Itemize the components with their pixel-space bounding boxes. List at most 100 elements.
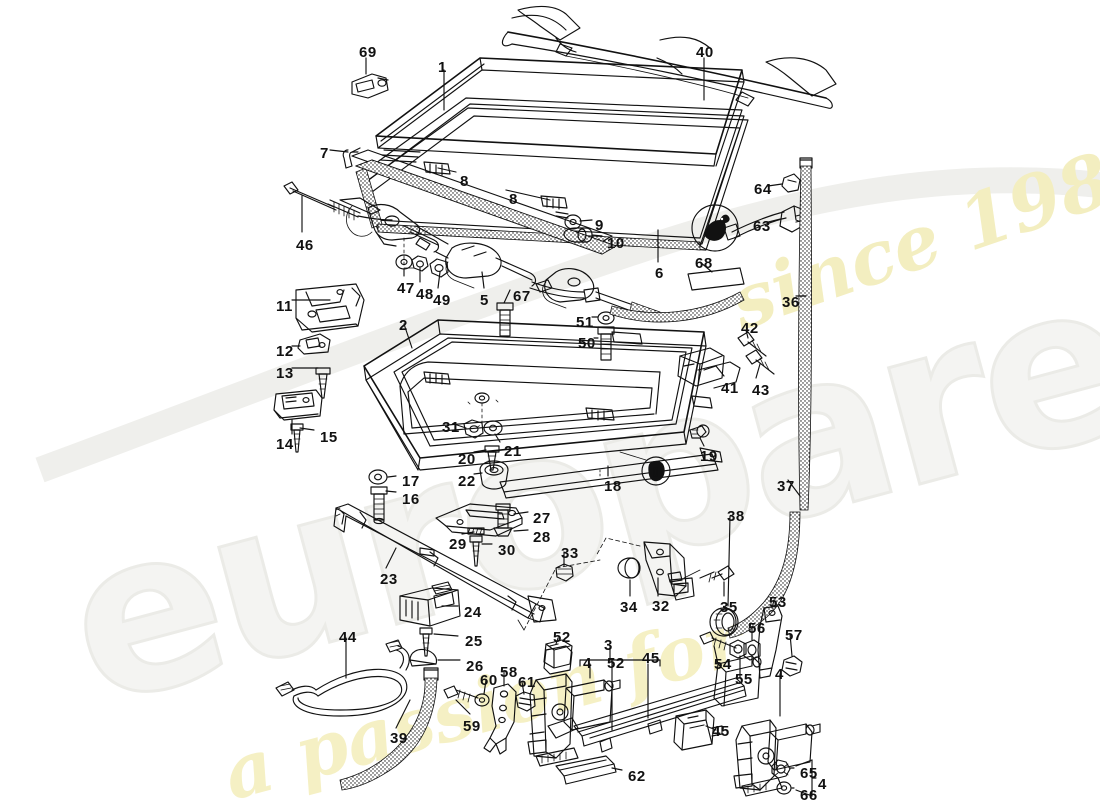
part-number-label-8b: 8	[509, 191, 518, 208]
part-number-label-38: 38	[727, 508, 745, 525]
part-number-label-4a: 4	[583, 655, 592, 672]
part-number-label-40: 40	[696, 44, 714, 61]
leader-lines	[291, 57, 817, 797]
part-number-label-60: 60	[480, 672, 498, 689]
part-number-label-49: 49	[433, 292, 451, 309]
detail-callout-circle	[691, 204, 739, 252]
part-14-guide-shoe	[273, 389, 323, 421]
part-number-label-52a: 52	[553, 629, 571, 646]
part-number-label-3: 3	[604, 637, 613, 654]
part-number-label-65: 65	[800, 765, 818, 782]
part-52-drive-rail	[573, 677, 747, 753]
part-number-label-28: 28	[533, 529, 551, 546]
part-number-label-48: 48	[416, 286, 434, 303]
part-number-label-45a: 45	[642, 650, 660, 667]
part-19-pin	[689, 424, 710, 439]
part-number-label-30: 30	[498, 542, 516, 559]
part-25-screw	[419, 627, 433, 657]
part-number-label-14: 14	[276, 436, 294, 453]
part-64-clip	[781, 173, 801, 193]
part-13-screw	[315, 367, 331, 399]
part-41-guide-bracket	[677, 347, 741, 389]
part-35-screw	[699, 565, 735, 583]
part-number-label-46: 46	[296, 237, 314, 254]
part-number-label-39: 39	[390, 730, 408, 747]
part-number-label-8a: 8	[460, 173, 469, 190]
part-6-seal-trim	[355, 97, 749, 251]
part-number-label-26: 26	[466, 658, 484, 675]
part-4-drive-motor-right-upper	[713, 655, 762, 707]
part-8-slider-assembly	[342, 147, 617, 255]
part-number-label-1: 1	[438, 59, 447, 76]
part-22-grommet	[479, 460, 509, 490]
part-45-relay-left	[543, 645, 573, 675]
part-number-label-41: 41	[721, 380, 739, 397]
part-30-screw	[469, 535, 483, 567]
part-number-label-66: 66	[800, 787, 818, 804]
part-51-washer	[597, 311, 615, 325]
part-69-catch-plate	[351, 73, 389, 99]
part-number-label-12: 12	[276, 343, 294, 360]
part-number-label-17: 17	[402, 473, 420, 490]
part-number-label-18: 18	[604, 478, 622, 495]
part-40-headliner-bow	[501, 5, 837, 109]
part-57-clip	[781, 655, 803, 677]
part-number-label-54: 54	[714, 656, 732, 673]
part-66-washer	[776, 781, 792, 795]
part-number-label-57: 57	[785, 627, 803, 644]
part-number-label-2: 2	[399, 317, 408, 334]
part-number-label-43: 43	[752, 382, 770, 399]
part-number-label-59: 59	[463, 718, 481, 735]
part-number-label-34: 34	[620, 599, 638, 616]
part-number-label-4b: 4	[775, 666, 784, 683]
part-62-cover-plate	[555, 755, 617, 785]
part-number-label-11: 11	[276, 298, 293, 315]
part-2-roof-frame	[363, 319, 713, 471]
part-39-drain-hose-rear	[339, 667, 439, 791]
part-number-label-68: 68	[695, 255, 713, 272]
part-43-screw	[745, 349, 775, 375]
part-number-label-42: 42	[741, 320, 759, 337]
part-number-label-16: 16	[402, 491, 420, 508]
part-4-drive-motor-lower-right	[733, 719, 821, 797]
part-number-label-6: 6	[655, 265, 664, 282]
part-16-bolt	[370, 486, 388, 525]
detail-callout-pin	[619, 451, 671, 486]
part-number-label-5: 5	[480, 292, 489, 309]
part-number-label-53: 53	[769, 594, 787, 611]
part-number-label-36: 36	[782, 294, 800, 311]
part-number-label-24: 24	[464, 604, 482, 621]
part-49-nut	[429, 258, 449, 278]
part-12-bracket-small	[297, 333, 331, 355]
part-number-label-25: 25	[465, 633, 483, 650]
part-number-label-13: 13	[276, 365, 294, 382]
part-28-bolt	[493, 503, 513, 537]
part-59-bolt	[443, 685, 479, 703]
part-58-link-plate	[483, 683, 517, 755]
part-number-label-63: 63	[753, 218, 771, 235]
part-number-label-19: 19	[700, 448, 718, 465]
part-number-label-21: 21	[504, 443, 522, 460]
part-32-hinge-bracket	[595, 537, 701, 601]
watermark-band	[35, 167, 1100, 483]
part-number-label-7: 7	[320, 145, 329, 162]
part-44-cable-loom	[275, 639, 410, 717]
part-number-label-50: 50	[578, 335, 596, 352]
part-number-label-56: 56	[748, 620, 766, 637]
part-number-label-32: 32	[652, 598, 670, 615]
part-53-lever-arm	[757, 605, 783, 679]
part-36-drain-hose	[723, 157, 813, 511]
part-55-nut	[729, 639, 747, 659]
part-60-washer	[474, 693, 490, 707]
part-1-sunroof-panel	[375, 57, 745, 167]
part-9-washer	[555, 211, 582, 230]
part-number-label-51: 51	[576, 314, 594, 331]
part-42-screw	[737, 331, 767, 357]
part-number-label-37: 37	[777, 478, 795, 495]
part-number-label-52b: 52	[607, 655, 625, 672]
part-number-label-10: 10	[607, 235, 625, 252]
part-number-label-15: 15	[320, 429, 338, 446]
